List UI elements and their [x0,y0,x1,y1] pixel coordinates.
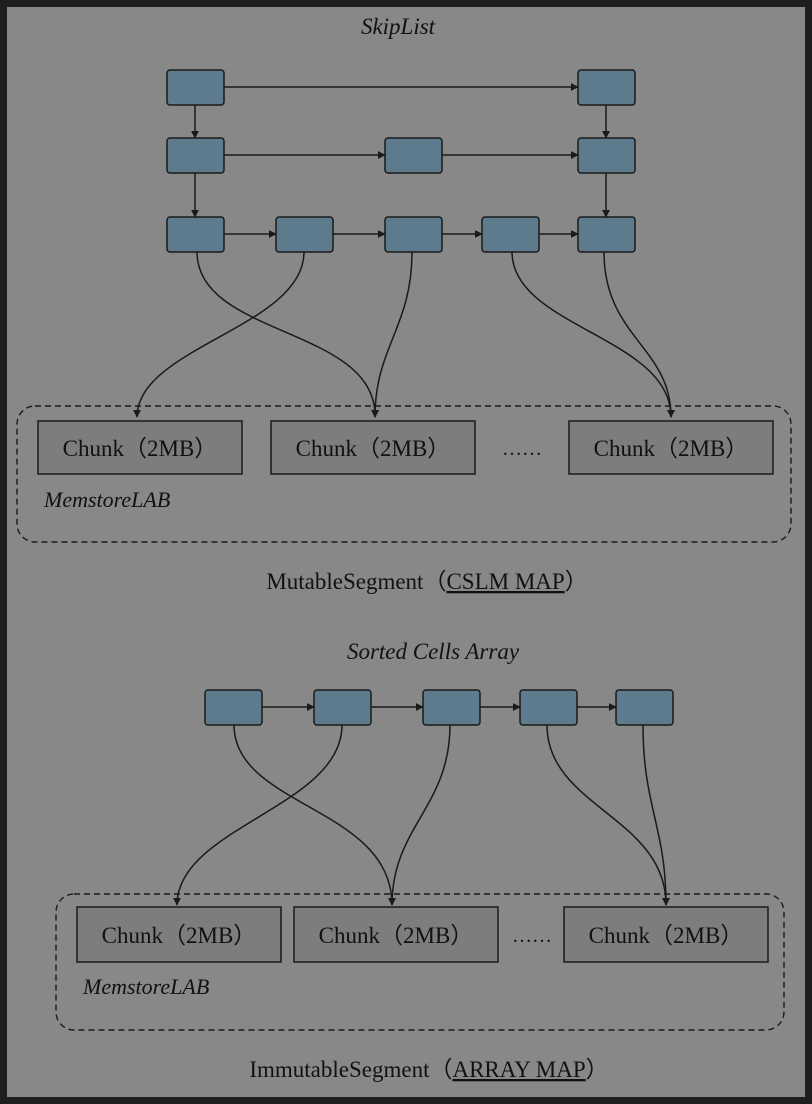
chunk-label: Chunk（2MB） [102,923,257,948]
chunk-ellipsis: …… [512,925,552,947]
skiplist-node-l1-3 [384,216,443,253]
array-node-3 [422,689,481,726]
segment-prefix: MutableSegment（ [266,569,446,594]
node-to-chunk-link [603,251,675,418]
segment-link: CSLM MAP [446,569,564,594]
node-to-chunk-link [133,251,305,418]
skiplist-node-l3-5 [577,69,636,106]
array-chunk-links [173,724,670,906]
chunk-box [270,420,476,475]
chunk-box [568,420,774,475]
array-node-1 [204,689,263,726]
memstorelab-group [55,893,785,1031]
memstorelab-label: MemstoreLAB [82,974,209,999]
skiplist-chunk-links [133,251,675,418]
node-to-chunk-link [642,724,670,906]
node-to-chunk-link [196,251,380,418]
mutable-segment-caption: MutableSegment（CSLM MAP） [266,569,587,594]
segment-link: ARRAY MAP [452,1057,585,1082]
node-to-chunk-link [511,251,675,418]
segment-suffix: ） [586,1057,609,1082]
skiplist-node-l3-1 [166,69,225,106]
skiplist-node-l2-3 [384,137,443,174]
skiplist-nodes [166,69,636,253]
chunk-box [76,906,282,963]
skiplist-node-l1-5 [577,216,636,253]
skiplist-node-l1-1 [166,216,225,253]
node-to-chunk-link [371,251,413,418]
chunk-label: Chunk（2MB） [296,436,451,461]
chunk-box [37,420,243,475]
segment-suffix: ） [565,569,588,594]
chunk-box [293,906,499,963]
memstorelab-group [16,405,792,543]
skiplist-edges [191,83,610,238]
node-to-chunk-link [388,724,451,906]
array-title: Sorted Cells Array [347,639,520,664]
memstorelab-label: MemstoreLAB [43,487,170,512]
chunk-label: Chunk（2MB） [63,436,218,461]
chunk-label: Chunk（2MB） [319,923,474,948]
skiplist-node-l2-1 [166,137,225,174]
chunk-label: Chunk（2MB） [589,923,744,948]
array-node-2 [313,689,372,726]
skiplist-node-l1-4 [481,216,540,253]
array-node-5 [615,689,674,726]
node-to-chunk-link [173,724,343,906]
array-nodes [204,689,674,726]
skiplist-node-l1-2 [275,216,334,253]
chunk-label: Chunk（2MB） [594,436,749,461]
diagram-canvas: SkipList Chunk（2MB） Ch [7,7,805,1097]
chunk-box [563,906,769,963]
chunk-ellipsis: …… [502,438,542,460]
skiplist-title: SkipList [361,14,436,39]
diagram-svg: SkipList Chunk（2MB） Ch [16,14,792,1082]
node-to-chunk-link [546,724,670,906]
immutable-segment-caption: ImmutableSegment（ARRAY MAP） [249,1057,608,1082]
node-to-chunk-link [233,724,396,906]
segment-prefix: ImmutableSegment（ [249,1057,452,1082]
array-node-4 [519,689,578,726]
skiplist-node-l2-5 [577,137,636,174]
